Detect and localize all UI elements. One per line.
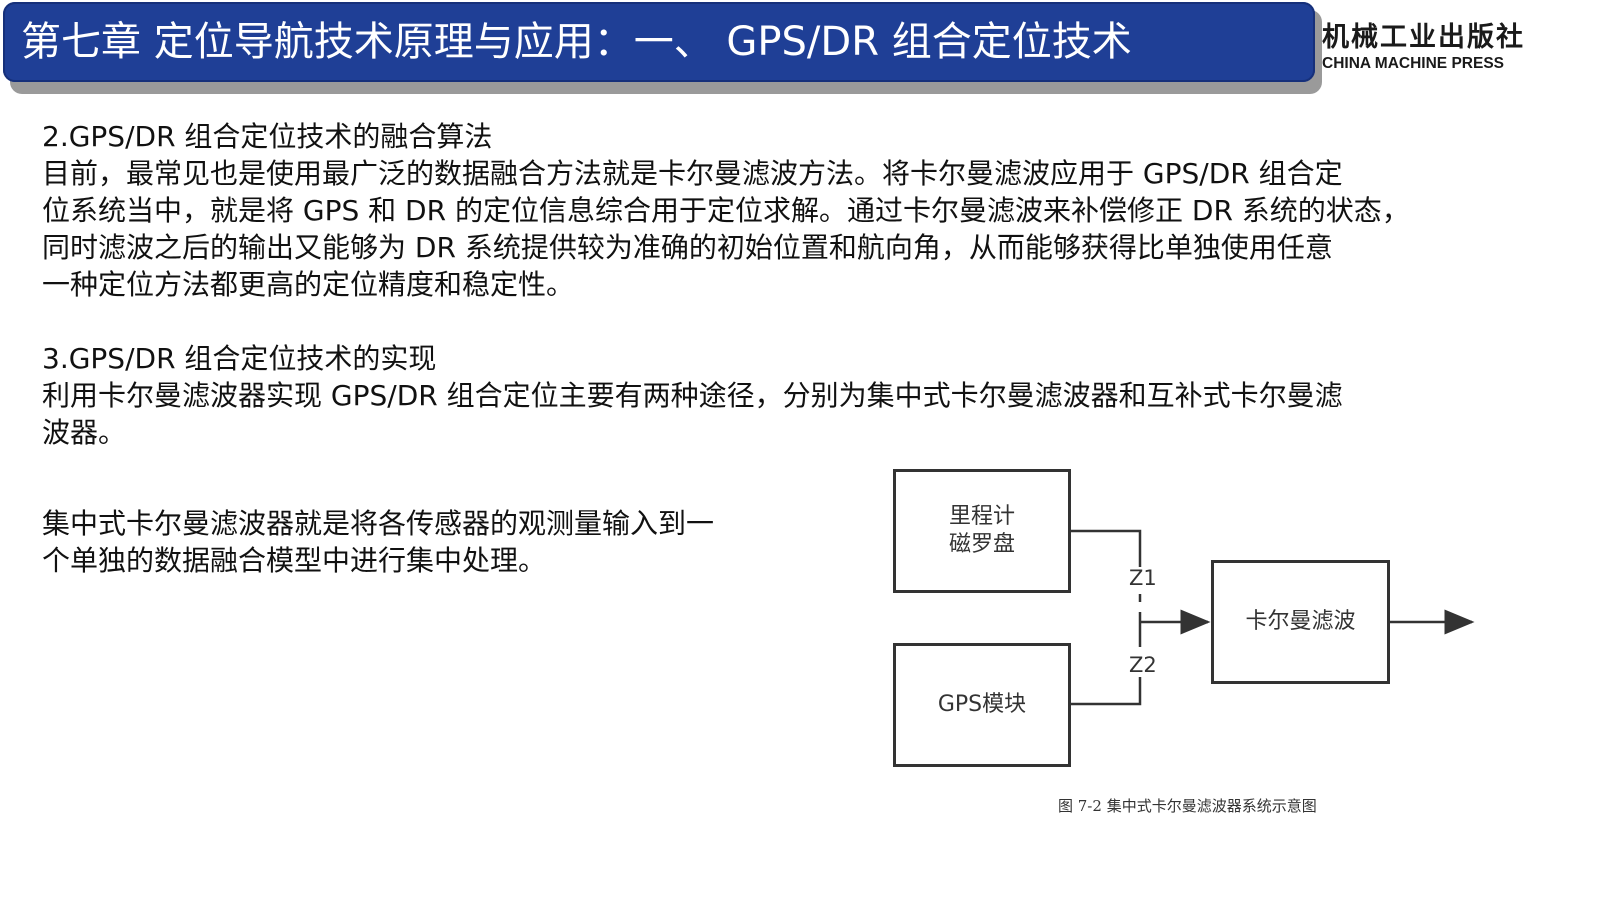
paragraph-gap [42,303,1552,340]
z1-label: Z1 [1129,566,1157,590]
section-2-line: 目前，最常见也是使用最广泛的数据融合方法就是卡尔曼滤波方法。将卡尔曼滤波应用于 … [42,157,1343,190]
publisher-name-cn: 机械工业出版社 [1322,22,1525,53]
section-2-heading: 2.GPS/DR 组合定位技术的融合算法 [42,120,493,153]
centralized-description: 集中式卡尔曼滤波器就是将各传感器的观测量输入到一 个单独的数据融合模型中进行集中… [42,505,802,579]
gps-module-label: GPS模块 [937,692,1027,717]
section-2-line: 同时滤波之后的输出又能够为 DR 系统提供较为准确的初始位置和航向角，从而能够获… [42,231,1333,264]
publisher-name-en: CHINA MACHINE PRESS [1322,55,1504,72]
gps-module-box: GPS模块 [893,643,1071,767]
diagram-connectors [1070,529,1475,706]
centralized-line: 个单独的数据融合模型中进行集中处理。 [42,544,547,577]
section-3-line: 利用卡尔曼滤波器实现 GPS/DR 组合定位主要有两种途径，分别为集中式卡尔曼滤… [42,379,1343,412]
z2-label: Z2 [1129,653,1157,677]
header-bar: 第七章 定位导航技术原理与应用：一、 GPS/DR 组合定位技术 [3,2,1315,82]
section-3-heading: 3.GPS/DR 组合定位技术的实现 [42,342,437,375]
kalman-filter-label: 卡尔曼滤波 [1245,609,1356,634]
odometer-compass-box: 里程计 磁罗盘 [893,469,1071,593]
section-3-line: 波器。 [42,416,127,449]
kalman-system-diagram: 里程计 磁罗盘 GPS模块 卡尔曼滤波 Z1 Z2 [880,462,1500,782]
connector-odometer [1070,529,1142,567]
section-2-line: 一种定位方法都更高的定位精度和稳定性。 [42,268,575,301]
connector-gps [1070,677,1142,706]
figure-caption: 图 7-2 集中式卡尔曼滤波器系统示意图 [1058,797,1317,815]
centralized-line: 集中式卡尔曼滤波器就是将各传感器的观测量输入到一 [42,507,715,540]
section-2-line: 位系统当中，就是将 GPS 和 DR 的定位信息综合用于定位求解。通过卡尔曼滤波… [42,194,1410,227]
kalman-filter-box: 卡尔曼滤波 [1211,560,1390,684]
main-content: 2.GPS/DR 组合定位技术的融合算法 目前，最常见也是使用最广泛的数据融合方… [42,118,1552,451]
page-title: 第七章 定位导航技术原理与应用：一、 GPS/DR 组合定位技术 [21,19,1132,65]
compass-label: 磁罗盘 [948,532,1015,557]
odometer-label: 里程计 [948,504,1015,529]
publisher-logo: 机械工业出版社 CHINA MACHINE PRESS [1322,22,1590,74]
